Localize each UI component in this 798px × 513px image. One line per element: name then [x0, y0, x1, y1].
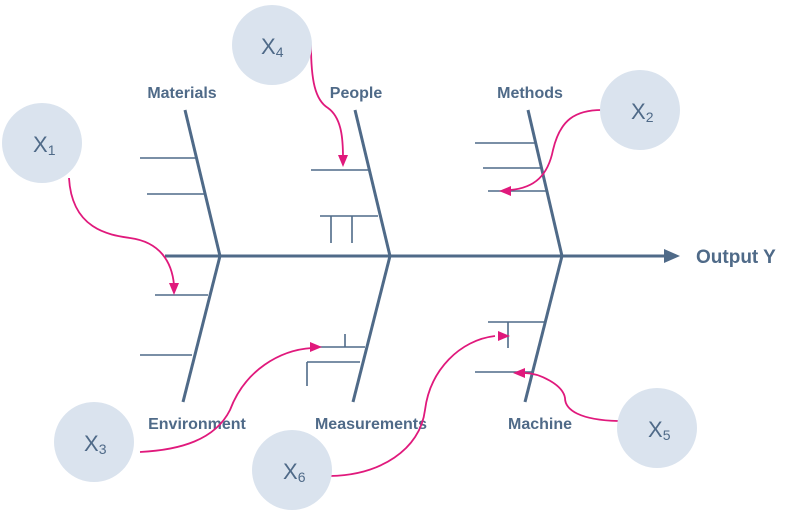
bone-people: [353, 109, 392, 257]
category-measurements: Measurements: [315, 416, 427, 433]
category-environment: Environment: [148, 416, 246, 433]
input-x4: X4: [232, 5, 312, 85]
sub-branches: [140, 142, 546, 386]
category-methods: Methods: [497, 85, 563, 102]
bone-machine: [523, 255, 564, 403]
category-materials: Materials: [147, 85, 216, 102]
svg-text:X2: X2: [631, 99, 654, 125]
svg-text:X5: X5: [648, 417, 671, 443]
input-x3: X3: [54, 402, 134, 482]
input-x2: X2: [600, 70, 680, 150]
category-machine: Machine: [508, 416, 572, 433]
bone-methods: [526, 109, 564, 257]
input-arrows: [68, 44, 619, 477]
input-x6: X6: [252, 430, 332, 510]
spine-arrowhead: [664, 249, 680, 263]
bone-materials: [183, 109, 222, 257]
bone-environment: [181, 255, 222, 403]
category-people: People: [330, 85, 383, 102]
svg-text:X1: X1: [33, 132, 56, 158]
bone-measurements: [351, 255, 392, 403]
svg-text:X6: X6: [283, 459, 306, 485]
svg-text:X3: X3: [84, 431, 107, 457]
svg-text:X4: X4: [261, 34, 284, 60]
output-label: Output Y: [696, 247, 776, 268]
input-x5: X5: [617, 388, 697, 468]
input-x1: X1: [2, 103, 82, 183]
